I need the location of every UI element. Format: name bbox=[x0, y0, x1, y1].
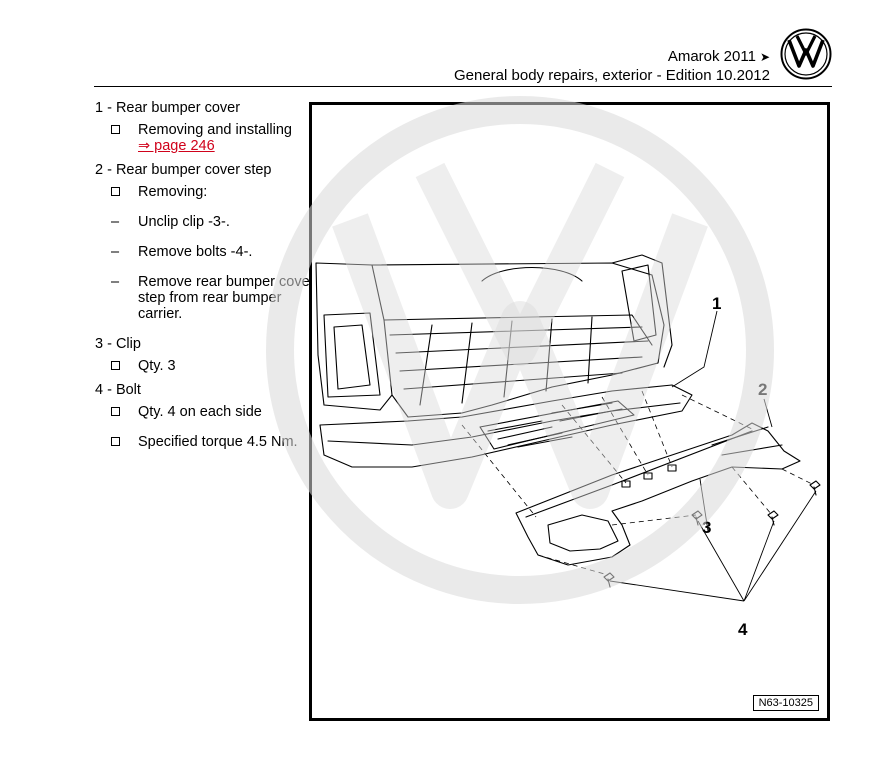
legend-line-text: Specified torque 4.5 Nm. bbox=[138, 434, 298, 450]
legend-line-content: Qty. 3 bbox=[138, 358, 176, 374]
vw-logo-icon bbox=[780, 28, 832, 80]
legend-line-content: Remove bolts -4-. bbox=[138, 244, 252, 260]
legend-item-title: 2 - Rear bumper cover step bbox=[95, 162, 272, 178]
checkbox-box bbox=[111, 187, 120, 196]
legend-line: – Remove bolts -4-. bbox=[95, 244, 315, 260]
legend-line: – Remove rear bumper cover step from rear… bbox=[95, 274, 315, 322]
legend-item-title: 3 - Clip bbox=[95, 336, 141, 352]
exploded-view-figure: 1 2 3 4 N63-10325 bbox=[309, 102, 830, 721]
legend-line-content: Removing and installing⇒ page 246 bbox=[138, 122, 292, 154]
callout-1: 1 bbox=[712, 294, 721, 313]
legend-line-text: Removing and installing bbox=[138, 122, 292, 138]
legend-line: Qty. 4 on each side bbox=[95, 404, 315, 420]
page-reference-link[interactable]: ⇒ page 246 bbox=[138, 138, 215, 154]
next-page-arrow-icon[interactable]: ➤ bbox=[759, 50, 770, 64]
checkbox-box bbox=[111, 407, 120, 416]
legend-line-content: Removing: bbox=[138, 184, 207, 200]
legend-line-content: Remove rear bumper cover step from rear … bbox=[138, 274, 315, 322]
checkbox-icon bbox=[111, 434, 138, 450]
checkbox-icon bbox=[111, 184, 138, 200]
header-rule bbox=[94, 86, 832, 87]
callout-2: 2 bbox=[758, 380, 767, 399]
legend-line-content: Specified torque 4.5 Nm. bbox=[138, 434, 298, 450]
checkbox-icon bbox=[111, 404, 138, 420]
legend-line-content: Unclip clip -3-. bbox=[138, 214, 230, 230]
legend-line-content: Qty. 4 on each side bbox=[138, 404, 262, 420]
legend-line-text: Qty. 3 bbox=[138, 358, 176, 374]
legend-line-text: Remove rear bumper cover step from rear … bbox=[138, 274, 315, 322]
checkbox-icon bbox=[111, 122, 138, 154]
legend-line-text: Qty. 4 on each side bbox=[138, 404, 262, 420]
dash-marker: – bbox=[111, 244, 120, 260]
legend-item-title: 4 - Bolt bbox=[95, 382, 141, 398]
legend-line-text: Unclip clip -3-. bbox=[138, 214, 230, 230]
figure-id-label: N63-10325 bbox=[752, 695, 819, 711]
model-title: Amarok 2011 bbox=[667, 48, 756, 65]
legend-line: Specified torque 4.5 Nm. bbox=[95, 434, 315, 450]
dash-marker: – bbox=[111, 214, 120, 230]
checkbox-box bbox=[111, 437, 120, 446]
bumper-step-illustration: 1 2 3 4 bbox=[315, 254, 821, 639]
legend-line: Removing: bbox=[95, 184, 315, 200]
callout-4: 4 bbox=[738, 620, 748, 639]
header-edition: General body repairs, exterior - Edition… bbox=[453, 67, 770, 84]
checkbox-box bbox=[111, 361, 120, 370]
bumper-cover-step bbox=[515, 422, 801, 566]
cargo-bed bbox=[371, 262, 665, 418]
callout-3: 3 bbox=[702, 518, 711, 537]
header-model: Amarok 2011➤ bbox=[668, 48, 770, 65]
dash-marker: – bbox=[111, 274, 120, 290]
checkbox-box bbox=[111, 125, 120, 134]
legend-line: Qty. 3 bbox=[95, 358, 315, 374]
legend-line-text: Removing: bbox=[138, 184, 208, 200]
legend-line-text: Remove bolts -4-. bbox=[138, 244, 253, 260]
legend-item-title: 1 - Rear bumper cover bbox=[95, 100, 241, 116]
legend-line: Removing and installing⇒ page 246 bbox=[95, 122, 315, 154]
legend-line: – Unclip clip -3-. bbox=[95, 214, 315, 230]
checkbox-icon bbox=[111, 358, 138, 374]
